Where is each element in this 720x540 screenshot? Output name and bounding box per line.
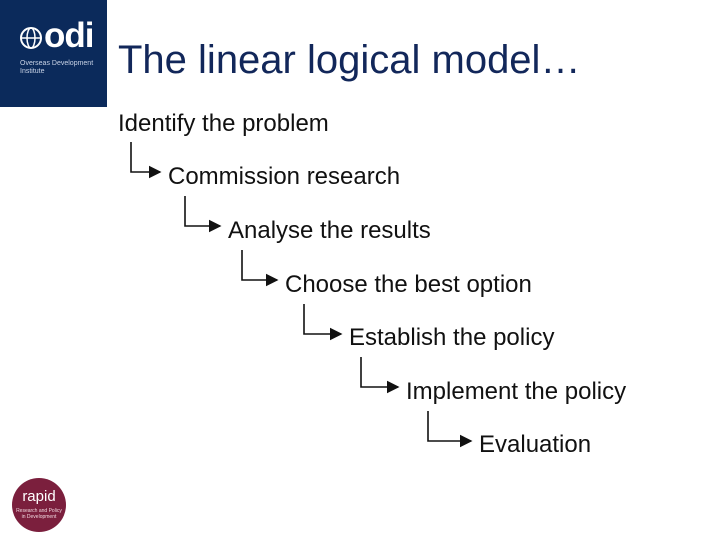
step-commission-research: Commission research bbox=[168, 163, 401, 190]
arrow-6 bbox=[427, 411, 473, 448]
step-evaluation: Evaluation bbox=[479, 431, 592, 458]
rapid-badge: rapid Research and Policy in Development bbox=[12, 478, 66, 532]
arrow-3 bbox=[241, 250, 279, 287]
globe-icon bbox=[20, 27, 42, 49]
step-analyse-results: Analyse the results bbox=[228, 217, 431, 244]
step-identify-problem: Identify the problem bbox=[118, 110, 329, 137]
step-implement-policy: Implement the policy bbox=[406, 378, 627, 405]
arrow-2 bbox=[184, 196, 222, 233]
slide-title: The linear logical model… bbox=[118, 38, 581, 82]
odi-subtitle: Overseas Development Institute bbox=[20, 60, 94, 75]
odi-wordmark: odi bbox=[44, 16, 94, 55]
step-choose-option: Choose the best option bbox=[285, 271, 532, 298]
rapid-wordmark: rapid bbox=[22, 488, 56, 505]
step-establish-policy: Establish the policy bbox=[349, 324, 555, 351]
sidebar: odi Overseas Development Institute rapid… bbox=[0, 0, 107, 540]
odi-logo: odi Overseas Development Institute bbox=[0, 0, 107, 107]
arrow-4 bbox=[303, 304, 343, 341]
arrow-1 bbox=[130, 142, 162, 179]
arrow-5 bbox=[360, 357, 400, 394]
rapid-subtitle: Research and Policy in Development bbox=[16, 508, 62, 520]
